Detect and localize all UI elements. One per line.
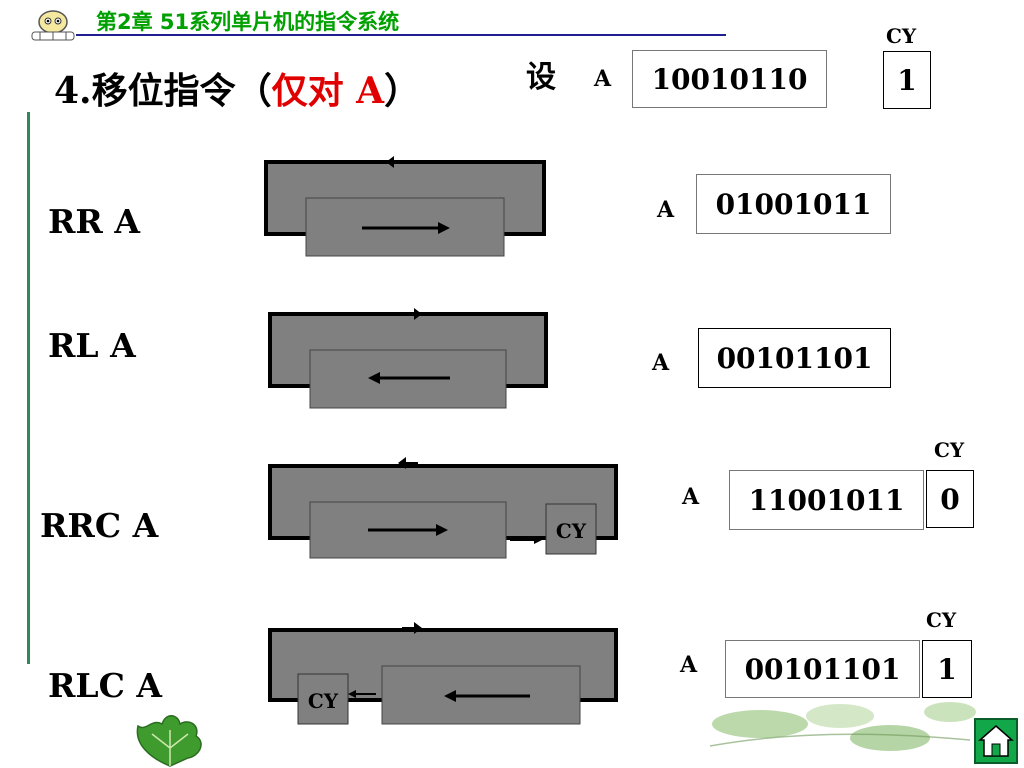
rrc-a-label: A [682,484,700,510]
logo-icon [31,10,75,41]
rlc-diagram: CY [268,622,618,725]
leaves-decoration-icon [709,702,976,751]
rrc-result-box: 11001011 [729,470,924,530]
rrc-result-value: 11001011 [748,483,905,517]
rrc-cy-label: CY [934,438,965,462]
initial-a-value: 10010110 [651,62,808,96]
rrc-diagram: CY [268,457,618,559]
rlc-cy-value: 1 [937,652,957,686]
rrc-cy-box: 0 [926,470,974,528]
set-label: 设 [526,60,556,95]
rlc-cy-label: CY [926,608,957,632]
rlc-result-value: 00101101 [744,652,901,686]
rlc-mnemonic: RLC A [48,666,162,705]
rr-mnemonic: RR A [48,202,140,241]
rl-a-label: A [652,350,670,376]
rrc-mnemonic: RRC A [40,506,159,545]
initial-a-label: A [594,66,612,92]
rr-result-value: 01001011 [715,187,872,221]
rr-a-label: A [657,197,675,223]
rlc-result-box: 00101101 [725,640,920,698]
chapter-title: 第2章 51系列单片机的指令系统 [96,10,400,34]
home-button[interactable] [974,718,1018,764]
rrc-cy-box-label: CY [556,519,587,543]
rrc-cy-value: 0 [940,482,960,516]
initial-cy-label: CY [886,24,917,48]
rr-result-box: 01001011 [696,174,891,234]
leaf-icon [136,715,202,767]
rlc-cy-box-label: CY [308,689,339,713]
page-title: 4.移位指令（仅对 A） [54,62,420,114]
rlc-cy-box: 1 [922,640,972,698]
rl-result-box: 00101101 [698,328,891,388]
rl-diagram [268,308,548,409]
home-icon [978,725,1014,757]
initial-cy-value: 1 [897,63,917,97]
initial-cy-box: 1 [883,51,931,109]
rl-mnemonic: RL A [48,326,136,365]
title-highlight: 仅对 A [271,70,385,112]
side-divider [27,112,30,664]
header-divider [76,34,726,36]
rr-diagram [264,156,546,257]
initial-a-box: 10010110 [632,50,827,108]
rl-result-value: 00101101 [716,341,873,375]
rlc-a-label: A [680,652,698,678]
title-prefix: 4.移位指令（ [54,70,272,112]
title-suffix: ） [384,70,421,112]
